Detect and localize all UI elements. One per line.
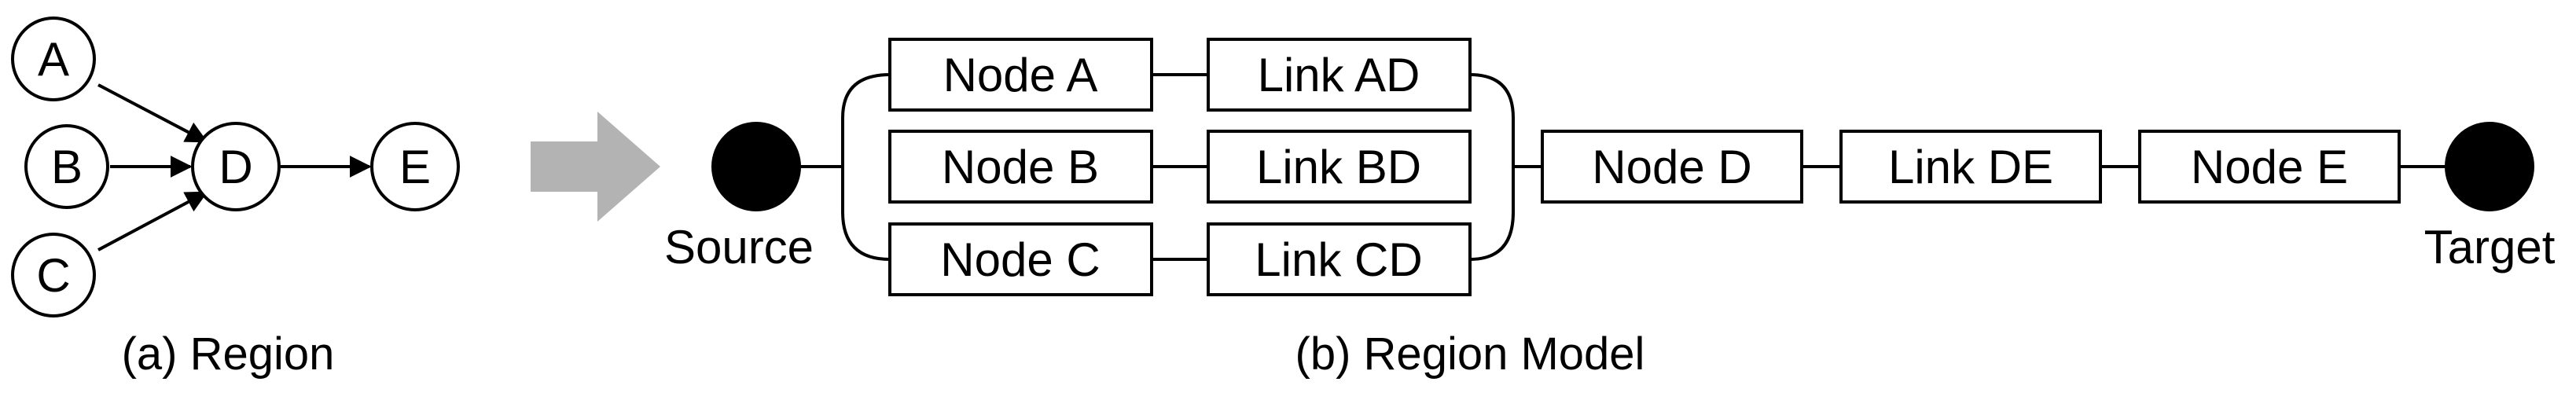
region-model-labels: Node A Link AD Node B Link BD Node C Lin… [664,49,2556,380]
row-b-node-box [888,130,1153,204]
node-c-circle [11,233,96,317]
row-b-link-box [1207,130,1472,204]
node-d-label: D [219,141,252,193]
target-terminal [2445,122,2534,211]
chain-node-e-box [2138,130,2401,204]
source-label: Source [664,221,814,273]
node-c-label: C [36,249,70,302]
node-b-circle [24,124,109,209]
parallel-left-bracket [841,73,891,261]
node-b-label: B [51,141,83,193]
chain-link-de-label: Link DE [1888,141,2053,193]
target-label: Target [2424,221,2556,273]
region-graph [11,17,460,317]
row-a-node-label: Node A [943,49,1098,101]
row-c-node-box [888,222,1153,296]
right-arrow-icon [531,112,660,222]
node-a-label: A [38,33,69,86]
node-a-circle [11,17,96,101]
row-c-link-label: Link CD [1255,233,1422,286]
row-a-link-box [1207,38,1472,112]
region-caption: (a) Region [122,328,335,380]
row-a-node-box [888,38,1153,112]
region-model-caption: (b) Region Model [1295,328,1645,380]
chain-node-d-box [1541,130,1803,204]
node-e-label: E [399,141,431,193]
node-e-circle [370,122,460,211]
row-c-node-label: Node C [940,233,1100,286]
row-b-node-label: Node B [942,141,1099,193]
parallel-right-bracket [1469,73,1515,261]
row-b-link-label: Link BD [1256,141,1421,193]
region-graph-labels: A B C D E (a) Region [36,33,431,380]
row-a-link-label: Link AD [1258,49,1420,101]
edge-c-d [97,191,208,251]
node-d-circle [191,122,281,211]
region-model [711,38,2534,296]
edge-a-d [97,83,208,143]
chain-node-d-label: Node D [1592,141,1751,193]
chain-node-e-label: Node E [2191,141,2348,193]
chain-link-de-box [1839,130,2102,204]
source-terminal [711,122,801,211]
